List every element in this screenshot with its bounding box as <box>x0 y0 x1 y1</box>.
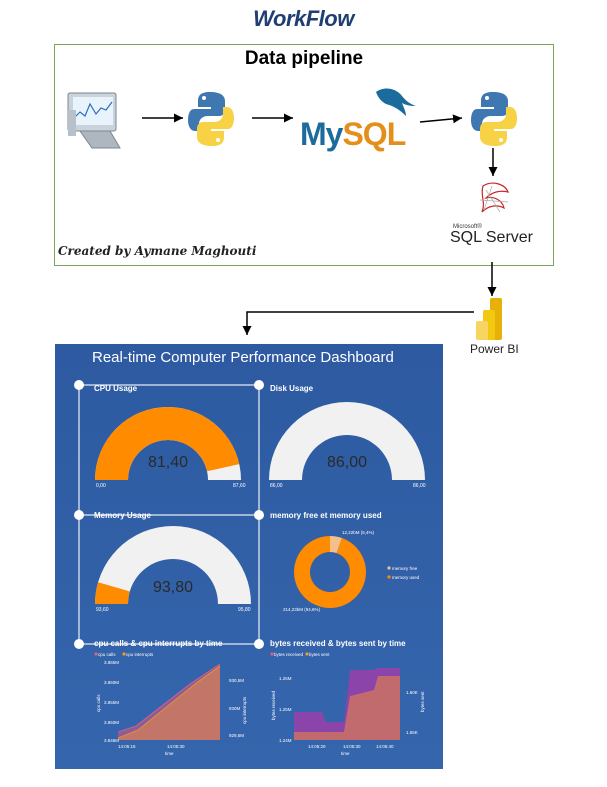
memory-used-label: 214,23bM (94,6%) <box>283 607 321 612</box>
disk-usage-title: Disk Usage <box>270 384 314 393</box>
gauge-track <box>268 401 425 480</box>
disk-gauge <box>268 401 425 480</box>
x-axis-label: time <box>341 751 350 756</box>
gauge-fill <box>95 406 240 480</box>
dashboard-title: Real-time Computer Performance Dashboard <box>92 349 394 366</box>
memory-gauge-value: 93,80 <box>152 579 194 596</box>
cpu-usage-title: CPU Usage <box>94 384 138 393</box>
series-cpu-interrupts-line <box>117 665 221 739</box>
y-tick: 1.24M <box>279 738 292 743</box>
memory-gauge-max: 95,80 <box>238 607 251 613</box>
cpu-gauge-min: 0,00 <box>96 483 106 489</box>
y-right-tick: 929,5M <box>229 733 245 738</box>
legend-swatch-bytes-received <box>270 652 274 656</box>
connector-dot <box>254 639 264 649</box>
y-tick: 3.845M <box>104 738 120 743</box>
cpu-gauge-value: 81,40 <box>147 454 189 471</box>
memory-usage-title: Memory Usage <box>94 511 151 520</box>
connector-dot <box>74 380 84 390</box>
bytes-area-chart <box>270 652 400 740</box>
mysql-logo: MySQL <box>300 116 406 152</box>
y-right-tick: 930,5M <box>229 678 245 683</box>
memory-gauge-min: 93,60 <box>96 607 109 613</box>
legend-memory-free: memory free <box>392 566 418 571</box>
legend-bytes-sent: bytes sent <box>309 652 330 657</box>
connector-line <box>78 514 260 516</box>
y-right-axis-label: cpu interrupts <box>242 696 247 724</box>
cpu-gauge <box>95 406 241 480</box>
y-tick: 3.855M <box>104 700 120 705</box>
sqlserver-microsoft-label: Microsoft® <box>453 224 482 230</box>
connector-dot <box>74 510 84 520</box>
legend-swatch-free <box>387 566 391 570</box>
legend-swatch-bytes-sent <box>305 652 309 656</box>
legend-swatch-cpu-interrupts <box>122 652 126 656</box>
y-tick: 3.865M <box>104 660 120 665</box>
legend-memory-used: memory used <box>392 575 420 580</box>
cpu-calls-area-chart <box>94 652 221 740</box>
python-icon-2 <box>471 92 517 146</box>
memory-donut-chart <box>293 536 391 609</box>
legend-cpu-calls: cpu calls <box>98 652 116 657</box>
pipeline-box <box>54 44 554 266</box>
disk-gauge-value: 86,00 <box>326 454 368 471</box>
y-axis-label: cpu calls <box>96 694 101 712</box>
x-tick: 14:05:15 <box>118 744 136 749</box>
x-tick: 14:05:20 <box>308 744 326 749</box>
y-tick: 3.860M <box>104 680 120 685</box>
connector-dot <box>74 639 84 649</box>
legend-swatch-cpu-calls <box>94 652 98 656</box>
power-bi-icon <box>476 298 502 340</box>
x-tick: 14:05:30 <box>167 744 185 749</box>
y-tick: 1.25M <box>279 707 292 712</box>
pipeline-title: Data pipeline <box>244 48 364 69</box>
sqlserver-label: SQL Server <box>450 229 533 246</box>
y-right-axis-label: bytes sent <box>420 691 425 712</box>
credit-text: Created by Aymane Maghouti <box>58 244 257 258</box>
y-right-tick: 930M <box>229 706 241 711</box>
y-axis-label: bytes received <box>271 690 276 720</box>
x-tick: 14:05:30 <box>343 744 361 749</box>
y-tick: 1.26M <box>279 676 292 681</box>
memory-gauge <box>95 525 251 604</box>
arrow-powerbi-to-dashboard <box>242 311 474 335</box>
disk-gauge-min: 86,00 <box>270 483 283 489</box>
memory-pie-title: memory free et memory used <box>270 511 382 520</box>
memory-free-label: 12,22bM (5,4%) <box>342 530 375 535</box>
series-cpu-calls-line <box>117 663 221 733</box>
x-axis-label: time <box>165 751 174 756</box>
sql-server-icon <box>479 182 509 213</box>
python-icon <box>188 92 234 146</box>
computer-monitor-icon <box>67 92 121 149</box>
bytes-title: bytes received & bytes sent by time <box>270 639 406 648</box>
legend-cpu-interrupts: cpu interrupts <box>126 652 154 657</box>
donut-slice-memory-used <box>293 536 366 609</box>
y-right-tick: 1.55K <box>406 730 418 735</box>
cpu-gauge-max: 87,60 <box>233 483 246 489</box>
connector-line <box>78 384 260 386</box>
connector-dot <box>254 510 264 520</box>
powerbi-label: Power BI <box>470 342 519 356</box>
gauge-track <box>95 525 251 604</box>
y-right-tick: 1.60K <box>406 690 418 695</box>
cpu-calls-title: cpu calls & cpu interrupts by time <box>94 639 223 648</box>
legend-bytes-received: bytes received <box>274 652 304 657</box>
arrow-mysql-to-python <box>419 114 463 124</box>
series-bytes-sent-area <box>294 676 400 740</box>
gauge-fill <box>95 582 130 604</box>
disk-gauge-max: 86,00 <box>413 483 426 489</box>
mysql-dolphin-icon <box>376 88 416 116</box>
connector-line <box>78 643 260 645</box>
donut-slice-memory-free <box>330 536 342 554</box>
y-tick: 3.850M <box>104 720 120 725</box>
app-title: WorkFlow <box>253 6 354 31</box>
legend-swatch-used <box>387 575 391 579</box>
x-tick: 14:05:40 <box>376 744 394 749</box>
connector-dot <box>254 380 264 390</box>
